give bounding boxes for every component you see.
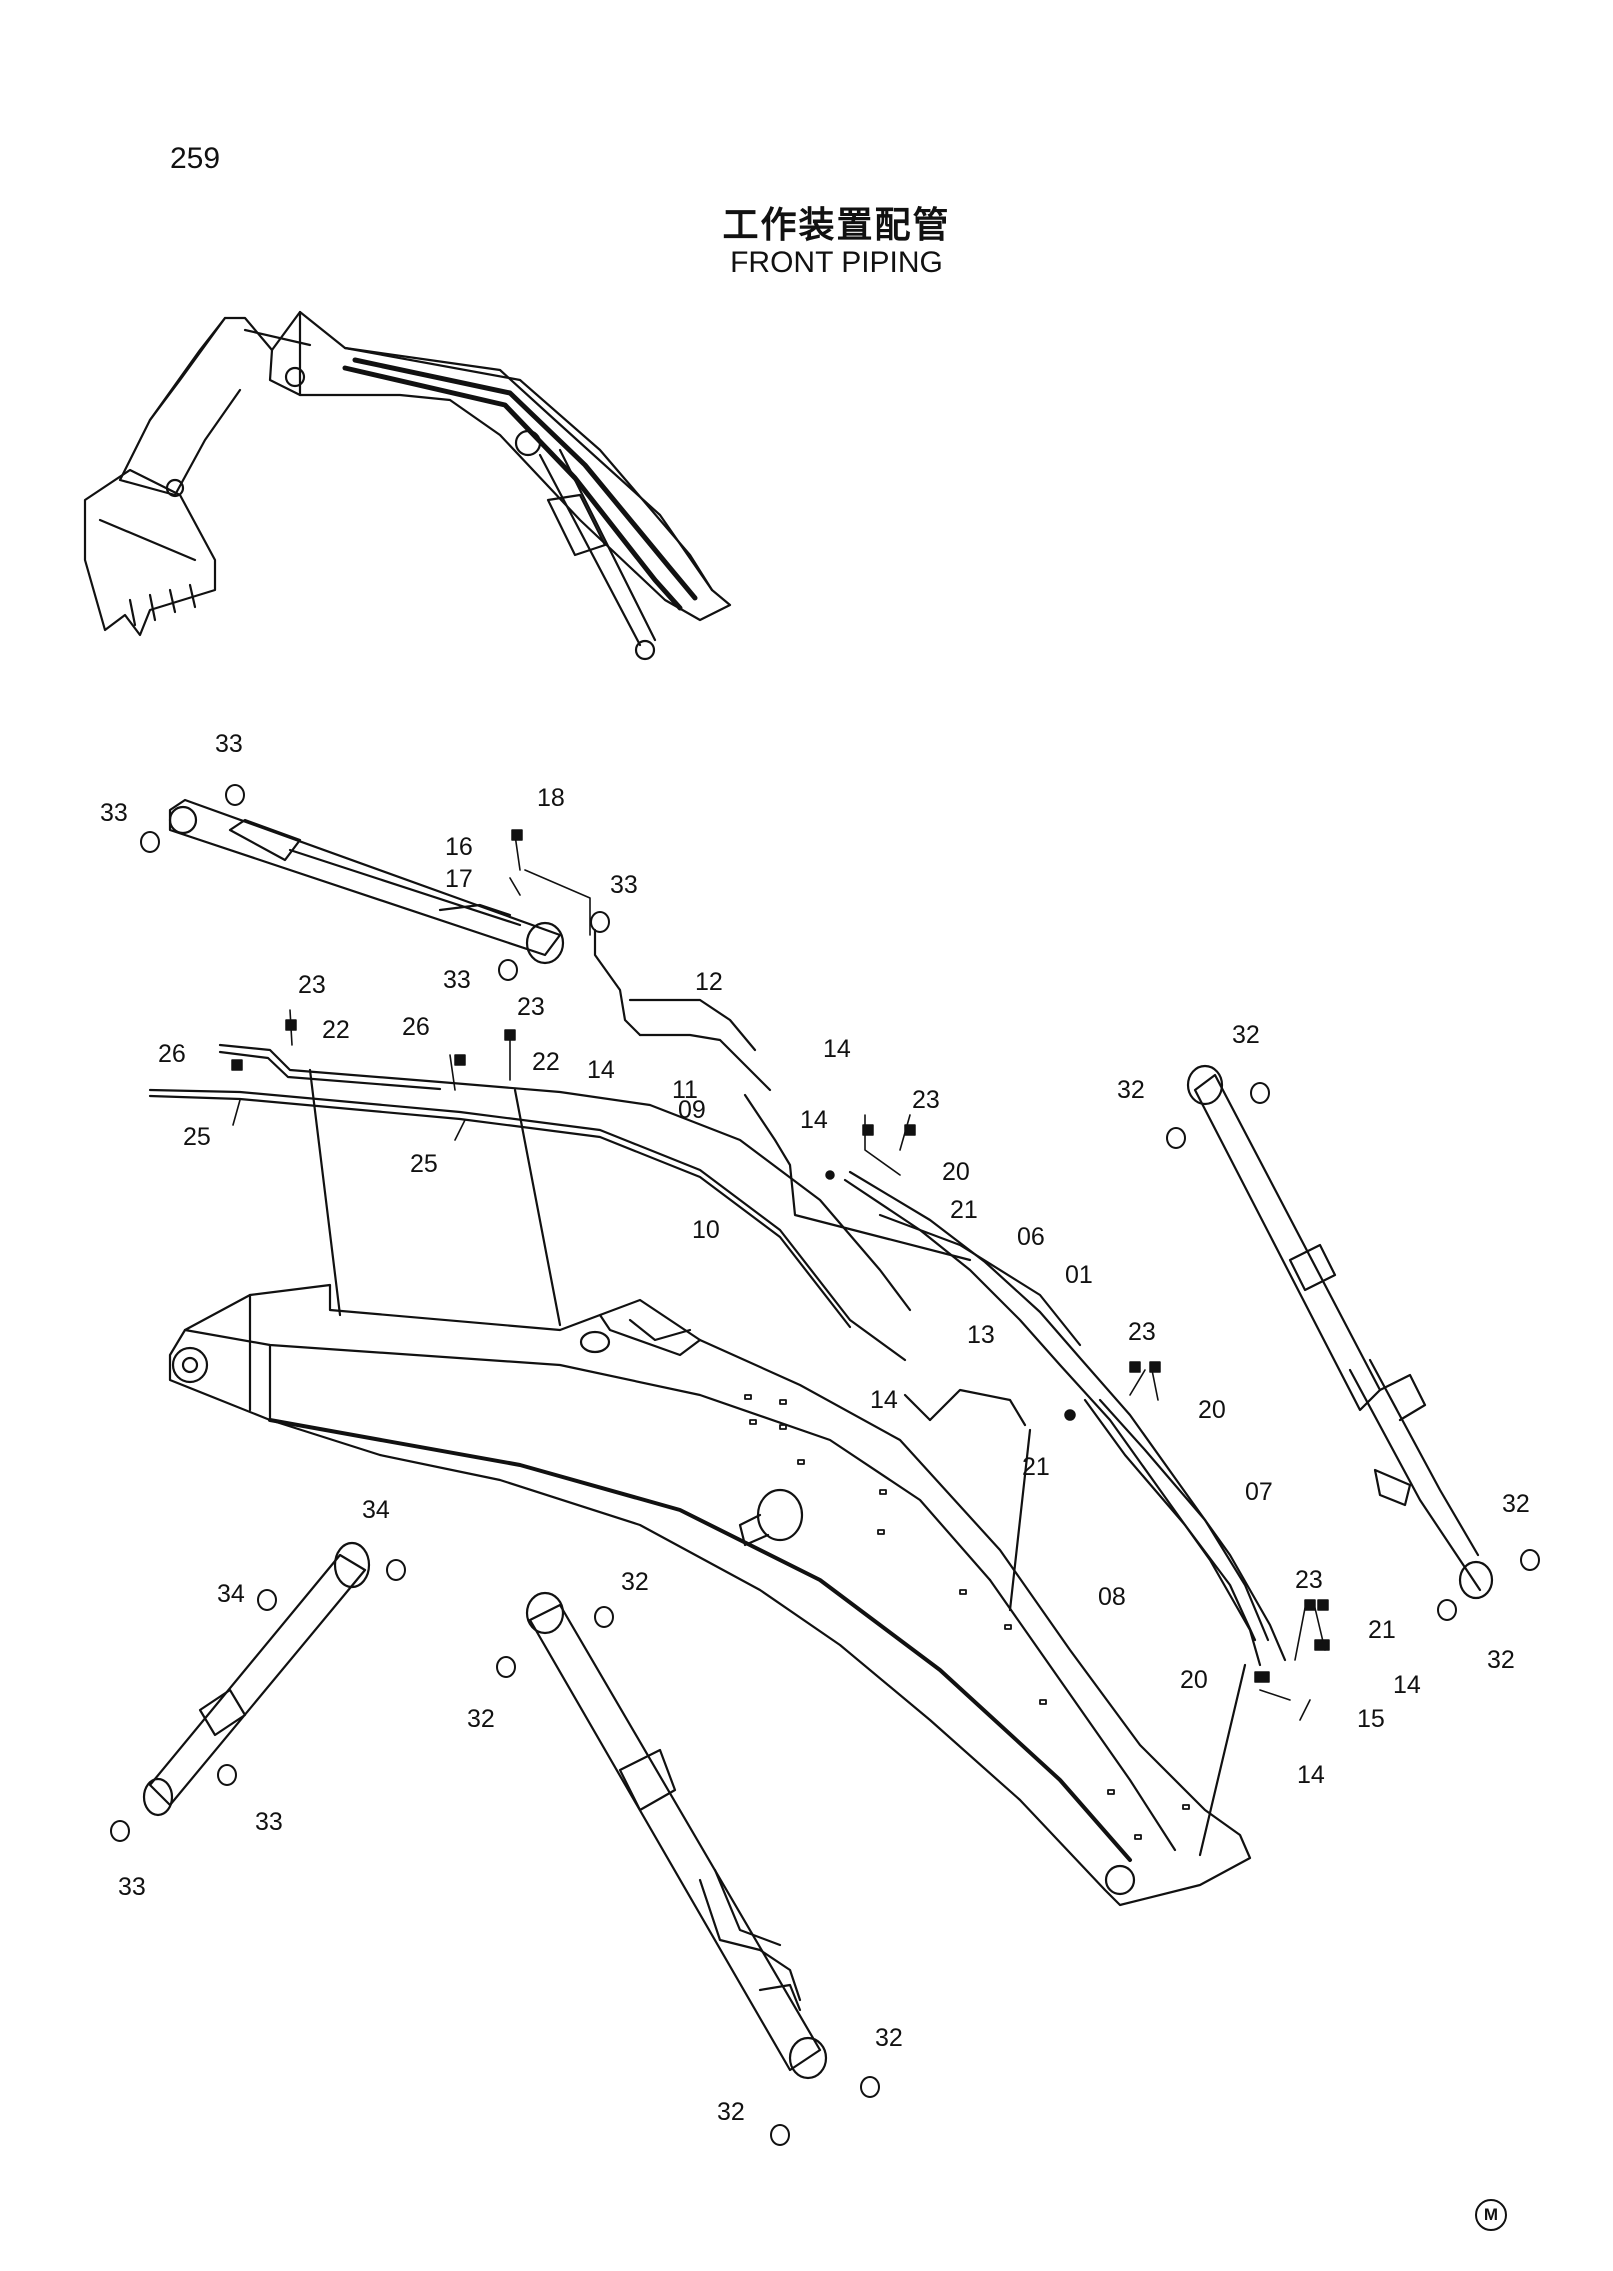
callout-leaders bbox=[232, 834, 1326, 1721]
callout-23: 23 bbox=[912, 1086, 940, 1114]
callout-06: 06 bbox=[1017, 1223, 1045, 1251]
callout-26: 26 bbox=[158, 1040, 186, 1068]
callout-22: 22 bbox=[322, 1016, 350, 1044]
callout-32: 32 bbox=[1487, 1646, 1515, 1674]
callout-33: 33 bbox=[255, 1808, 283, 1836]
callout-22: 22 bbox=[532, 1048, 560, 1076]
callout-12: 12 bbox=[695, 968, 723, 996]
page-number: 259 bbox=[170, 142, 221, 175]
callout-07: 07 bbox=[1245, 1478, 1273, 1506]
callout-14: 14 bbox=[870, 1386, 898, 1414]
callout-14: 14 bbox=[1297, 1761, 1325, 1789]
callout-11: 11 bbox=[672, 1076, 698, 1104]
boom-cylinder-center bbox=[525, 1591, 828, 2080]
callout-33: 33 bbox=[100, 799, 128, 827]
callout-23: 23 bbox=[517, 993, 545, 1021]
callout-10: 10 bbox=[692, 1216, 720, 1244]
callout-32: 32 bbox=[1502, 1490, 1530, 1518]
pipe-lines bbox=[148, 928, 1287, 1857]
manufacturer-mark: M bbox=[1475, 2199, 1507, 2231]
callout-21: 21 bbox=[1368, 1616, 1396, 1644]
callout-32: 32 bbox=[621, 1568, 649, 1596]
callout-33: 33 bbox=[610, 871, 638, 899]
callout-32: 32 bbox=[717, 2098, 745, 2126]
callout-17: 17 bbox=[445, 865, 473, 893]
callout-20: 20 bbox=[942, 1158, 970, 1186]
callout-14: 14 bbox=[1393, 1671, 1421, 1699]
arm-cylinder-upper bbox=[168, 798, 565, 965]
callout-25: 25 bbox=[410, 1150, 438, 1178]
callout-32: 32 bbox=[1117, 1076, 1145, 1104]
callout-15: 15 bbox=[1357, 1705, 1385, 1733]
callout-26: 26 bbox=[402, 1013, 430, 1041]
callout-14: 14 bbox=[800, 1106, 828, 1134]
callout-33: 33 bbox=[118, 1873, 146, 1901]
callout-20: 20 bbox=[1180, 1666, 1208, 1694]
callout-09: 09 bbox=[678, 1096, 706, 1124]
bolt-fittings bbox=[231, 829, 1330, 1683]
callout-21: 21 bbox=[950, 1196, 978, 1224]
callout-23: 23 bbox=[1295, 1566, 1323, 1594]
callout-14: 14 bbox=[823, 1035, 851, 1063]
title-chinese: 工作装置配管 bbox=[722, 204, 951, 245]
callout-16: 16 bbox=[445, 833, 473, 861]
o-ring-parts bbox=[110, 784, 1540, 2146]
excavator-overview-drawing bbox=[83, 310, 732, 661]
callout-34: 34 bbox=[362, 1496, 390, 1524]
callout-32: 32 bbox=[1232, 1021, 1260, 1049]
callout-13: 13 bbox=[967, 1321, 995, 1349]
callout-21: 21 bbox=[1022, 1453, 1050, 1481]
callout-23: 23 bbox=[298, 971, 326, 999]
title-english: FRONT PIPING bbox=[730, 246, 943, 279]
callout-01: 01 bbox=[1065, 1261, 1093, 1289]
callout-23: 23 bbox=[1128, 1318, 1156, 1346]
callout-20: 20 bbox=[1198, 1396, 1226, 1424]
callout-08: 08 bbox=[1098, 1583, 1126, 1611]
callout-33: 33 bbox=[443, 966, 471, 994]
callout-34: 34 bbox=[217, 1580, 245, 1608]
bucket-cylinder-left bbox=[142, 1541, 371, 1817]
callout-32: 32 bbox=[875, 2024, 903, 2052]
callout-32: 32 bbox=[467, 1705, 495, 1733]
boom-main-drawing bbox=[168, 1283, 1252, 1907]
callout-14: 14 bbox=[587, 1056, 615, 1084]
callout-labels: 33 33 18 16 17 33 33 12 11 14 14 14 23 2… bbox=[100, 730, 1530, 2126]
callout-33: 33 bbox=[215, 730, 243, 758]
callout-18: 18 bbox=[537, 784, 565, 812]
callout-25: 25 bbox=[183, 1123, 211, 1151]
boom-cylinder-right bbox=[1186, 1064, 1494, 1600]
